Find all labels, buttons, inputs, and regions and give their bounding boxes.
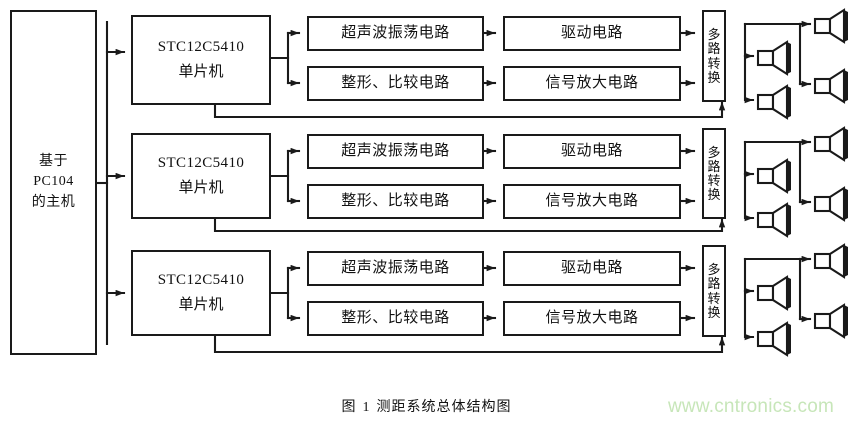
shaping-compare-label-1: 整形、比较电路 xyxy=(341,74,450,91)
mux-char-1-2: 路 xyxy=(707,41,721,57)
multiplexer-box-channel-3[interactable]: 多 路 转 换 xyxy=(702,245,726,337)
amplifier-box-channel-1[interactable]: 信号放大电路 xyxy=(503,66,681,101)
tx-oscillator-label-1: 超声波振荡电路 xyxy=(341,24,450,41)
mux-char-3-3: 转 xyxy=(707,290,721,306)
tx-oscillator-label-3: 超声波振荡电路 xyxy=(341,259,450,276)
mcu-kind-label-2: 单片机 xyxy=(178,179,224,196)
mcu-kind-label-3: 单片机 xyxy=(178,296,224,313)
shaping-compare-label-3: 整形、比较电路 xyxy=(341,309,450,326)
mcu-box-channel-2[interactable]: STC12C5410 单片机 xyxy=(131,133,271,219)
tx-oscillator-box-channel-2[interactable]: 超声波振荡电路 xyxy=(307,134,484,169)
driver-box-channel-2[interactable]: 驱动电路 xyxy=(503,134,681,169)
amplifier-box-channel-3[interactable]: 信号放大电路 xyxy=(503,301,681,336)
mux-char-2-4: 换 xyxy=(707,187,721,203)
transducer-icon-1-1[interactable] xyxy=(812,8,852,49)
host-line-3: 的主机 xyxy=(31,194,76,210)
mux-char-2-1: 多 xyxy=(707,144,721,160)
host-line-1: 基于 xyxy=(39,153,68,169)
mux-char-1-1: 多 xyxy=(707,27,721,43)
transducer-icon-1-2[interactable] xyxy=(755,40,795,81)
transducer-icon-3-4[interactable] xyxy=(755,321,795,362)
transducer-icon-1-3[interactable] xyxy=(812,68,852,109)
mcu-box-channel-1[interactable]: STC12C5410 单片机 xyxy=(131,15,271,105)
transducer-icon-2-4[interactable] xyxy=(755,202,795,243)
caption-number: 1 xyxy=(362,400,371,415)
transducer-icon-3-1[interactable] xyxy=(812,243,852,284)
amplifier-label-2: 信号放大电路 xyxy=(545,192,639,209)
tx-oscillator-box-channel-3[interactable]: 超声波振荡电路 xyxy=(307,251,484,286)
multiplexer-box-channel-1[interactable]: 多 路 转 换 xyxy=(702,10,726,102)
mcu-box-channel-3[interactable]: STC12C5410 单片机 xyxy=(131,250,271,336)
driver-box-channel-3[interactable]: 驱动电路 xyxy=(503,251,681,286)
driver-label-2: 驱动电路 xyxy=(560,142,623,159)
site-watermark: www.cntronics.com xyxy=(668,396,834,417)
mcu-model-label-1: STC12C5410 xyxy=(157,38,245,55)
mcu-kind-label-1: 单片机 xyxy=(178,63,224,80)
tx-oscillator-box-channel-1[interactable]: 超声波振荡电路 xyxy=(307,16,484,51)
mux-char-2-3: 转 xyxy=(707,173,721,188)
host-computer-box[interactable]: 基于 PC104 的主机 xyxy=(10,10,97,355)
tx-oscillator-label-2: 超声波振荡电路 xyxy=(341,142,450,159)
driver-label-1: 驱动电路 xyxy=(560,24,623,41)
shaping-compare-label-2: 整形、比较电路 xyxy=(341,192,450,209)
mux-char-1-4: 换 xyxy=(707,69,721,85)
mux-char-3-2: 路 xyxy=(707,276,721,292)
amplifier-box-channel-2[interactable]: 信号放大电路 xyxy=(503,184,681,219)
shaping-compare-box-channel-1[interactable]: 整形、比较电路 xyxy=(307,66,484,101)
transducer-icon-2-1[interactable] xyxy=(812,126,852,167)
host-line-2: PC104 xyxy=(33,174,74,190)
caption-prefix: 图 xyxy=(341,400,357,415)
mux-char-1-3: 转 xyxy=(707,55,721,71)
driver-box-channel-1[interactable]: 驱动电路 xyxy=(503,16,681,51)
transducer-icon-2-3[interactable] xyxy=(812,186,852,227)
mcu-model-label-2: STC12C5410 xyxy=(157,154,245,171)
transducer-icon-2-2[interactable] xyxy=(755,158,795,199)
transducer-icon-3-3[interactable] xyxy=(812,303,852,344)
driver-label-3: 驱动电路 xyxy=(560,259,623,276)
amplifier-label-3: 信号放大电路 xyxy=(545,309,639,326)
amplifier-label-1: 信号放大电路 xyxy=(545,74,639,91)
mcu-model-label-3: STC12C5410 xyxy=(157,271,245,288)
mux-char-3-1: 多 xyxy=(707,262,721,278)
multiplexer-box-channel-2[interactable]: 多 路 转 换 xyxy=(702,128,726,219)
shaping-compare-box-channel-2[interactable]: 整形、比较电路 xyxy=(307,184,484,219)
mux-char-3-4: 换 xyxy=(707,304,721,320)
transducer-icon-3-2[interactable] xyxy=(755,275,795,316)
caption-title: 测距系统总体结构图 xyxy=(376,400,512,415)
transducer-icon-1-4[interactable] xyxy=(755,84,795,125)
shaping-compare-box-channel-3[interactable]: 整形、比较电路 xyxy=(307,301,484,336)
mux-char-2-2: 路 xyxy=(707,158,721,174)
